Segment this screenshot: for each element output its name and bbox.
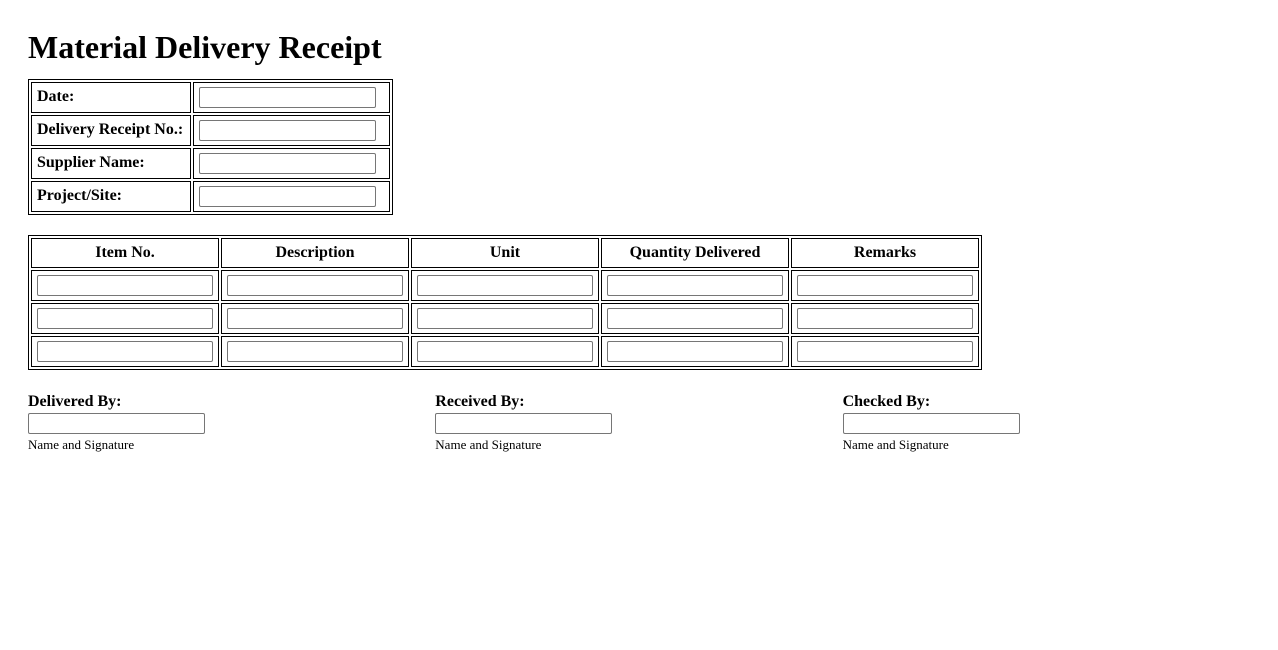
remarks-column-header: Remarks (791, 237, 979, 268)
form-page: Material Delivery Receipt Date: Delivery… (28, 29, 1250, 452)
checked-by-section: Checked By: Name and Signature (842, 392, 1250, 452)
remarks-input[interactable] (797, 274, 973, 296)
header-fields-table: Date: Delivery Receipt No.: Supplier Nam… (28, 78, 393, 215)
unit-column-header: Unit (411, 237, 599, 268)
remarks-input[interactable] (797, 340, 973, 362)
delivery-receipt-no-label: Delivery Receipt No.: (31, 114, 191, 146)
header-field-row: Supplier Name: (31, 147, 390, 179)
project-site-label: Project/Site: (31, 180, 191, 212)
item-no-input[interactable] (37, 307, 213, 329)
header-field-row: Delivery Receipt No.: (31, 114, 390, 146)
checked-by-input[interactable] (842, 412, 1020, 434)
description-input[interactable] (227, 307, 403, 329)
checked-by-caption: Name and Signature (842, 436, 949, 452)
quantity-delivered-input[interactable] (607, 274, 783, 296)
project-site-field[interactable] (199, 185, 376, 207)
received-by-input[interactable] (435, 412, 613, 434)
quantity-delivered-input[interactable] (607, 340, 783, 362)
header-field-row: Date: (31, 81, 390, 113)
items-row (31, 302, 979, 334)
item-no-input[interactable] (37, 274, 213, 296)
unit-input[interactable] (417, 274, 593, 296)
signatures-row: Delivered By: Name and Signature Receive… (28, 393, 1250, 452)
supplier-name-field[interactable] (199, 152, 376, 174)
delivered-by-caption: Name and Signature (28, 436, 135, 452)
delivery-receipt-no-field[interactable] (199, 119, 376, 141)
items-table: Item No. Description Unit Quantity Deliv… (28, 234, 982, 370)
received-by-section: Received By: Name and Signature (435, 393, 842, 452)
checked-by-label: Checked By: (842, 392, 931, 410)
received-by-caption: Name and Signature (435, 436, 542, 452)
received-by-label: Received By: (435, 392, 525, 410)
item-no-input[interactable] (37, 340, 213, 362)
items-row (31, 269, 979, 301)
supplier-name-label: Supplier Name: (31, 147, 191, 179)
date-field[interactable] (199, 86, 376, 108)
quantity-delivered-column-header: Quantity Delivered (601, 237, 789, 268)
description-input[interactable] (227, 340, 403, 362)
date-label: Date: (31, 81, 191, 113)
page-title: Material Delivery Receipt (28, 29, 382, 65)
items-header-row: Item No. Description Unit Quantity Deliv… (31, 237, 979, 268)
header-field-row: Project/Site: (31, 180, 390, 212)
description-input[interactable] (227, 274, 403, 296)
delivered-by-section: Delivered By: Name and Signature (28, 393, 435, 452)
unit-input[interactable] (417, 307, 593, 329)
remarks-input[interactable] (797, 307, 973, 329)
delivered-by-input[interactable] (28, 412, 205, 434)
unit-input[interactable] (417, 340, 593, 362)
delivered-by-label: Delivered By: (28, 392, 122, 410)
quantity-delivered-input[interactable] (607, 307, 783, 329)
items-row (31, 335, 979, 367)
description-column-header: Description (221, 237, 409, 268)
item-no-column-header: Item No. (31, 237, 219, 268)
